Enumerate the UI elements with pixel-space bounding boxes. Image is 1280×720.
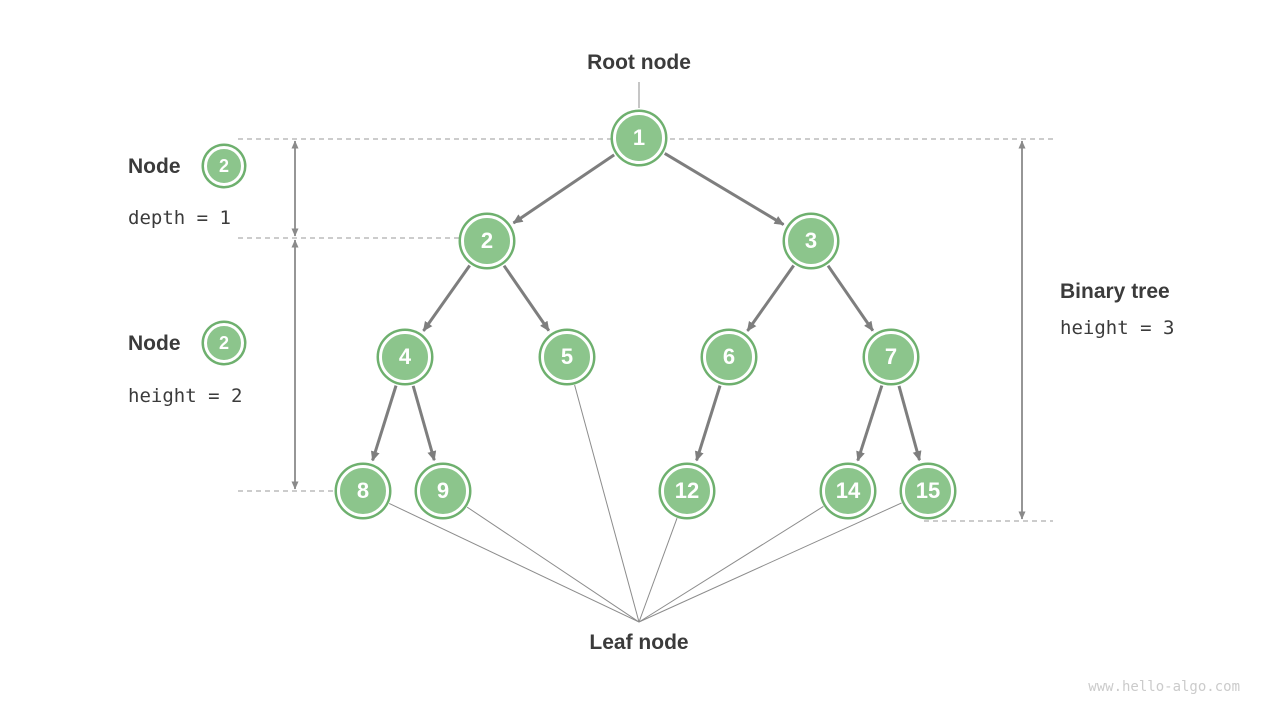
tree-edge-4-8 (370, 385, 398, 462)
node-depth-title: Node (128, 155, 181, 178)
measure-arrows (291, 140, 1026, 520)
leaf-pointer-line (638, 518, 678, 623)
leaf-pointer-line (466, 506, 640, 623)
leaf-pointer-lines (388, 384, 902, 623)
tree-edge-4-9 (411, 385, 437, 462)
tree-edge-7-14 (856, 385, 884, 462)
node-height-title: Node (128, 332, 181, 355)
tree-edge-3-6 (746, 264, 795, 332)
tree-edge-2-5 (502, 264, 551, 332)
tree-edge-1-2 (512, 153, 616, 225)
tree-height-detail: height = 3 (1060, 317, 1175, 339)
leaf-pointer-line (638, 505, 824, 623)
leaf-pointer-line (638, 502, 902, 623)
level-guide-lines (238, 138, 1053, 522)
tree-edge-7-15 (897, 385, 922, 462)
tree-edge-3-7 (826, 264, 875, 332)
tree-height-title: Binary tree (1060, 280, 1170, 303)
tree-edge-2-4 (422, 264, 471, 332)
node-depth-detail: depth = 1 (128, 207, 231, 229)
tree-edge-1-3 (663, 152, 785, 226)
tree-edges (370, 152, 922, 462)
leaf-pointer-line (388, 502, 640, 623)
leaf-pointer-line (574, 384, 640, 623)
root-node-label: Root node (587, 51, 691, 74)
node-depth-badge: 2 (204, 146, 244, 186)
tree-edge-6-12 (694, 385, 722, 462)
node-height-detail: height = 2 (128, 385, 243, 407)
leaf-node-label: Leaf node (589, 631, 689, 654)
watermark: www.hello-algo.com (1088, 679, 1240, 695)
node-height-badge: 2 (204, 323, 244, 363)
